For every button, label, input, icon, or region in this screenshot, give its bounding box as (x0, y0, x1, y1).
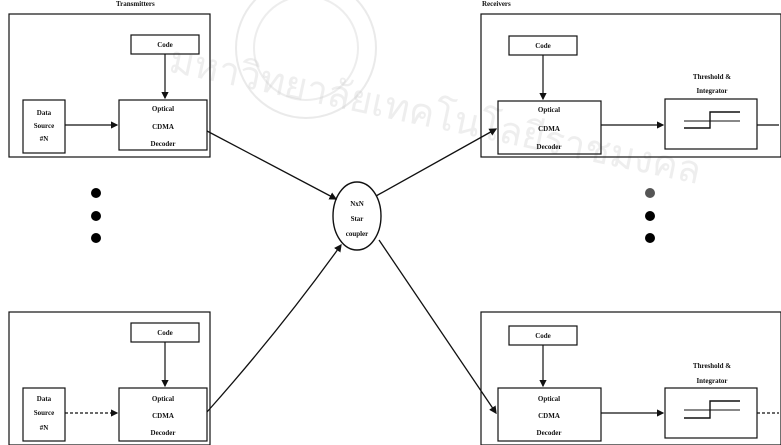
threshold-box (664, 98, 758, 150)
star-coupler-ellipse (332, 181, 382, 251)
transmitter-top: Code Data Source #N Optical CDMA Decoder (8, 13, 211, 158)
data-source-label-3: #N (40, 135, 49, 143)
ellipsis-dot (645, 211, 655, 221)
code-label: Code (535, 332, 551, 340)
decoder-box (497, 100, 602, 155)
star-coupler-label-3: coupler (346, 230, 369, 238)
threshold-label-1: Threshold & (693, 362, 731, 370)
data-source-label-2: Source (34, 122, 54, 130)
data-source-label-3: #N (40, 424, 49, 432)
decoder-label-3: Decoder (537, 143, 562, 151)
transmitters-heading: Transmitters (116, 0, 155, 8)
threshold-label-1: Threshold & (693, 73, 731, 81)
receiver-top-frame (480, 13, 781, 158)
decoder-label-2: CDMA (538, 412, 560, 420)
receiver-top: Code Optical CDMA Decoder Threshold & In… (480, 13, 781, 158)
receiver-bottom: Code Optical CDMA Decoder Threshold & In… (480, 311, 781, 445)
ellipsis-dot (91, 211, 101, 221)
threshold-label-2: Integrator (696, 377, 727, 385)
receiver-bottom-frame (480, 311, 781, 445)
code-label: Code (157, 329, 173, 337)
ellipsis-dot (91, 188, 101, 198)
encoder-box (118, 99, 208, 151)
receivers-heading: Receivers (482, 0, 511, 8)
encoder-box (118, 387, 208, 442)
decoder-label-1: Optical (538, 106, 560, 114)
step-function-icon (684, 400, 740, 419)
encoder-label-2: CDMA (152, 123, 174, 131)
code-label: Code (535, 42, 551, 50)
encoder-label-1: Optical (152, 105, 174, 113)
data-source-label-2: Source (34, 409, 54, 417)
ellipsis-dot (645, 188, 655, 198)
step-function-icon (684, 111, 740, 129)
code-label: Code (157, 41, 173, 49)
ellipsis-dot (91, 233, 101, 243)
star-coupler-label-1: NxN (350, 200, 364, 208)
threshold-box (664, 387, 758, 439)
encoder-label-3: Decoder (151, 140, 176, 148)
decoder-label-1: Optical (538, 395, 560, 403)
encoder-label-2: CDMA (152, 412, 174, 420)
coupler-to-rx-bottom-line (378, 239, 497, 415)
encoder-label-1: Optical (152, 395, 174, 403)
decoder-label-3: Decoder (537, 429, 562, 437)
encoder-label-3: Decoder (151, 429, 176, 437)
tx-bottom-to-coupler-line (206, 243, 342, 413)
star-coupler: NxN Star coupler (332, 181, 382, 251)
ellipsis-dots-right (645, 188, 655, 243)
decoder-label-2: CDMA (538, 125, 560, 133)
transmitter-top-frame (8, 13, 211, 158)
data-source-box (22, 387, 66, 442)
decoder-box (497, 387, 602, 442)
data-source-label-1: Data (37, 109, 52, 117)
ellipsis-dots-left (91, 188, 101, 243)
data-source-label-1: Data (37, 395, 52, 403)
star-coupler-label-2: Star (351, 215, 364, 223)
transmitter-bottom: Code Data Source #N Optical CDMA Decoder (8, 311, 211, 445)
ellipsis-dot (645, 233, 655, 243)
threshold-label-2: Integrator (696, 87, 727, 95)
watermark-seal: มหาวิทยาลัยเทคโนโลยีราชมงคล (165, 0, 705, 193)
watermark-text: มหาวิทยาลัยเทคโนโลยีราชมงคล (165, 37, 705, 193)
data-source-box (22, 99, 66, 154)
tx-top-to-coupler-line (206, 130, 338, 200)
transmitter-bottom-frame (8, 311, 211, 445)
coupler-to-rx-top-line (375, 128, 498, 197)
